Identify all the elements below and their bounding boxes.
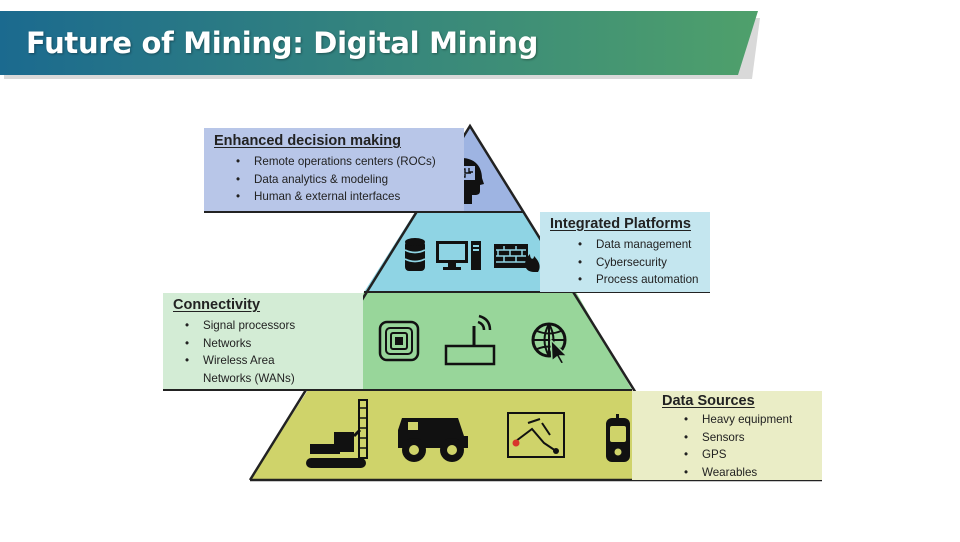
tier-item-list: Signal processors Networks Wireless Area…: [183, 317, 363, 387]
list-item: GPS: [682, 446, 822, 464]
list-item: Wireless Area: [183, 352, 363, 370]
database-icon: [404, 238, 426, 271]
list-item: Sensors: [682, 429, 822, 447]
panel-data-sources: Data Sources Heavy equipment Sensors GPS…: [632, 391, 822, 481]
tier-title: Connectivity: [173, 297, 261, 313]
signal-processor-icon: [378, 320, 420, 362]
tier-platforms-fill: [364, 212, 576, 292]
list-item: Networks: [183, 335, 363, 353]
panel-enhanced-decision-making: Enhanced decision making Remote operatio…: [204, 128, 464, 211]
list-item: Remote operations centers (ROCs): [234, 153, 464, 171]
panel-integrated-platforms: Integrated Platforms Data management Cyb…: [540, 212, 710, 292]
tier-item-list: Remote operations centers (ROCs) Data an…: [234, 153, 464, 206]
router-icon: [444, 314, 496, 366]
tier-title: Integrated Platforms: [550, 216, 691, 232]
tier-connectivity-fill: [308, 292, 632, 390]
list-item: Data analytics & modeling: [234, 171, 464, 189]
list-item: Cybersecurity: [576, 254, 710, 272]
drill-rig-icon: [306, 399, 368, 468]
computer-icon: [436, 241, 481, 270]
tier-item-list: Data management Cybersecurity Process au…: [576, 236, 710, 289]
list-item: Wearables: [682, 464, 822, 482]
gps-map-icon: [507, 412, 565, 458]
firewall-icon: [494, 244, 540, 272]
list-item: Heavy equipment: [682, 411, 822, 429]
panel-connectivity: Connectivity Signal processors Networks …: [163, 293, 363, 389]
page-title: Future of Mining: Digital Mining: [26, 26, 539, 60]
list-item: Data management: [576, 236, 710, 254]
tier-title: Data Sources: [662, 393, 755, 409]
tier-item-list: Heavy equipment Sensors GPS Wearables: [682, 411, 822, 481]
list-item: Process automation: [576, 271, 710, 289]
wearable-device-icon: [606, 414, 630, 462]
list-item: Signal processors: [183, 317, 363, 335]
haul-truck-icon: [398, 418, 468, 462]
globe-cursor-icon: [531, 322, 569, 365]
tier-title: Enhanced decision making: [214, 133, 401, 149]
title-banner: [0, 11, 760, 79]
list-item: Human & external interfaces: [234, 188, 464, 206]
list-item-continuation: Networks (WANs): [203, 371, 295, 385]
